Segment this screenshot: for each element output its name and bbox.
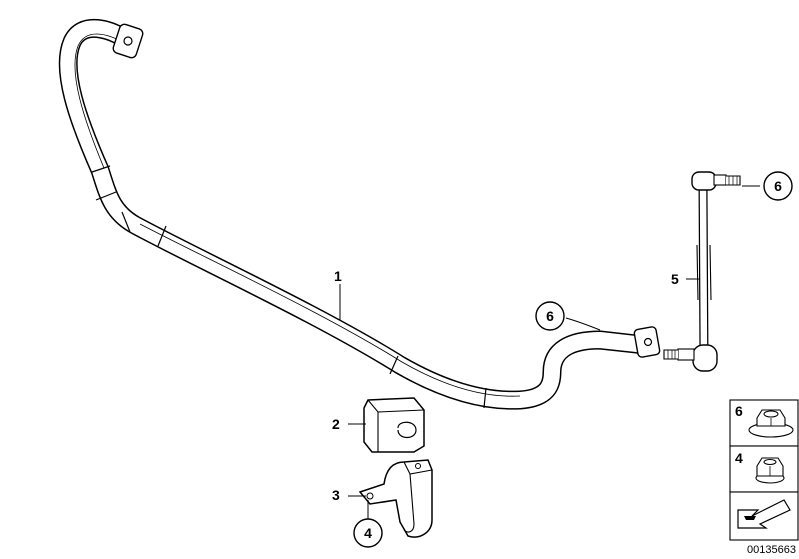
legend-label-6: 6	[735, 403, 743, 419]
leader-lines	[339, 185, 760, 520]
callout-3: 3	[332, 487, 340, 503]
document-number: 00135663	[747, 544, 796, 556]
flange-nut-icon	[748, 409, 794, 438]
nut-icon	[755, 457, 785, 484]
orientation-arrow-icon	[737, 499, 791, 529]
svg-text:6: 6	[774, 178, 782, 194]
bracket[interactable]	[358, 459, 433, 538]
stabilizer-link[interactable]	[663, 171, 741, 372]
svg-text:6: 6	[546, 308, 554, 324]
callout-6-top-circle: 6	[763, 171, 793, 201]
legend-panel: 6 4	[729, 399, 799, 541]
svg-text:4: 4	[364, 525, 372, 541]
callout-4-circle: 4	[353, 518, 383, 548]
stabilizer-bar[interactable]	[58, 18, 661, 410]
callout-2: 2	[332, 416, 340, 432]
legend-label-4: 4	[735, 450, 743, 466]
rubber-mounting[interactable]	[363, 397, 425, 453]
callout-5: 5	[671, 271, 679, 287]
callout-6-mid-circle: 6	[535, 301, 565, 331]
callout-1: 1	[334, 268, 342, 284]
